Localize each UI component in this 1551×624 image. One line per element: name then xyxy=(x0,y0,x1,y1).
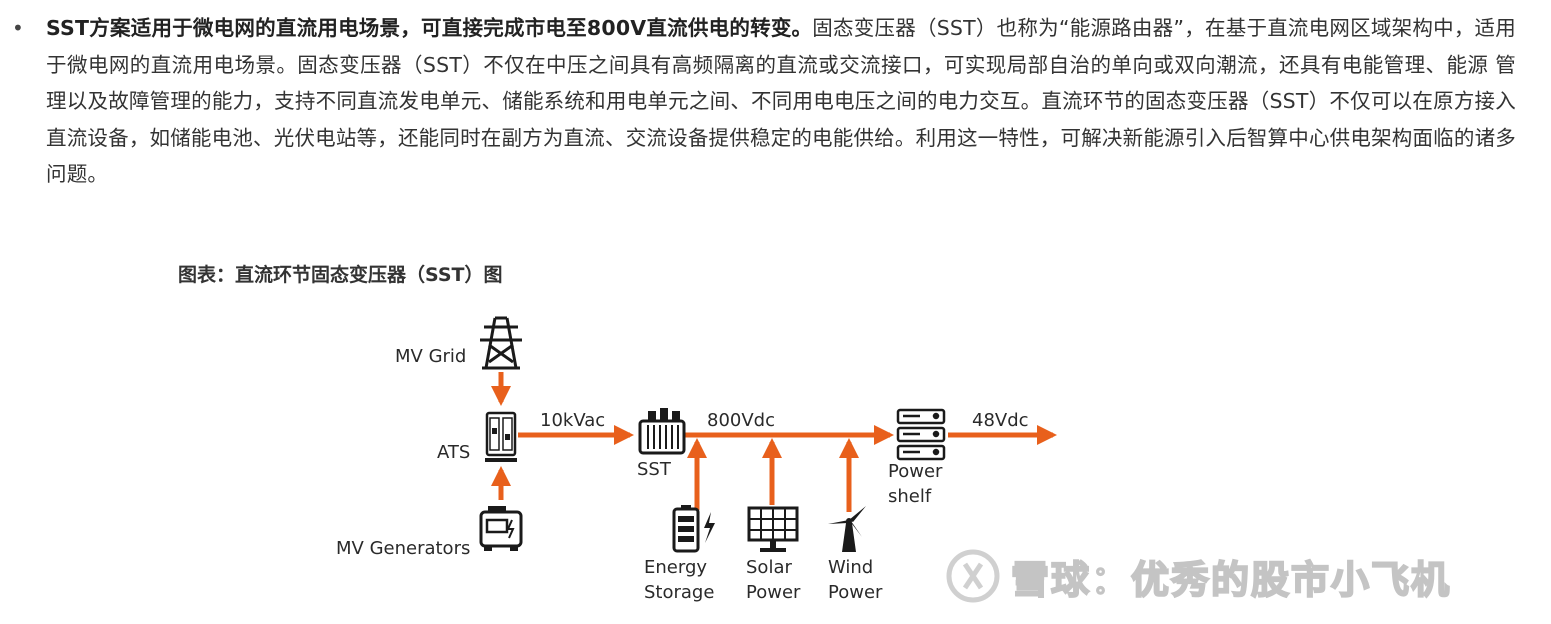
mv-grid-label: MV Grid xyxy=(395,346,466,367)
ats-switch-icon xyxy=(485,411,517,462)
power-shelf-label-line2: shelf xyxy=(888,486,932,507)
watermark-text: 雪球：优秀的股市小飞机 xyxy=(1010,557,1452,603)
generator-icon xyxy=(479,506,523,551)
sst-label: SST xyxy=(637,459,672,480)
wind-turbine-icon xyxy=(828,506,866,552)
watermark: 雪球：优秀的股市小飞机 xyxy=(945,548,1451,604)
energy-storage-label-line2: Storage xyxy=(644,582,714,603)
ats-label: ATS xyxy=(437,442,470,463)
solar-label-line2: Power xyxy=(746,582,801,603)
battery-icon xyxy=(672,505,715,553)
power-shelf-icon xyxy=(896,408,946,461)
connection-lines xyxy=(491,372,1057,512)
article-paragraph: SST方案适用于微电网的直流用电场景，可直接完成市电至800V直流供电的转变。固… xyxy=(46,10,1516,193)
body-text: 固态变压器（SST）也称为“能源路由器”，在基于直流电网区域架构中，适用于微电网… xyxy=(46,16,1516,186)
energy-storage-label-line1: Energy xyxy=(644,557,707,578)
snowball-logo-icon xyxy=(946,549,1000,603)
bullet-marker: • xyxy=(12,16,24,40)
transformer-icon xyxy=(638,408,686,455)
solar-label-line1: Solar xyxy=(746,557,792,578)
power-tower-icon xyxy=(480,316,522,370)
dc-bus-label: 800Vdc xyxy=(707,410,775,431)
output-dc-label: 48Vdc xyxy=(972,410,1029,431)
figure-title: 图表：直流环节固态变压器（SST）图 xyxy=(178,264,503,286)
wind-label-line1: Wind xyxy=(828,557,873,578)
mv-generators-label: MV Generators xyxy=(336,538,470,559)
ac-link-label: 10kVac xyxy=(540,410,605,431)
wind-label-line2: Power xyxy=(828,582,883,603)
lead-sentence: SST方案适用于微电网的直流用电场景，可直接完成市电至800V直流供电的转变。 xyxy=(46,16,813,40)
power-shelf-label-line1: Power xyxy=(888,461,943,482)
solar-panel-icon xyxy=(747,506,799,552)
